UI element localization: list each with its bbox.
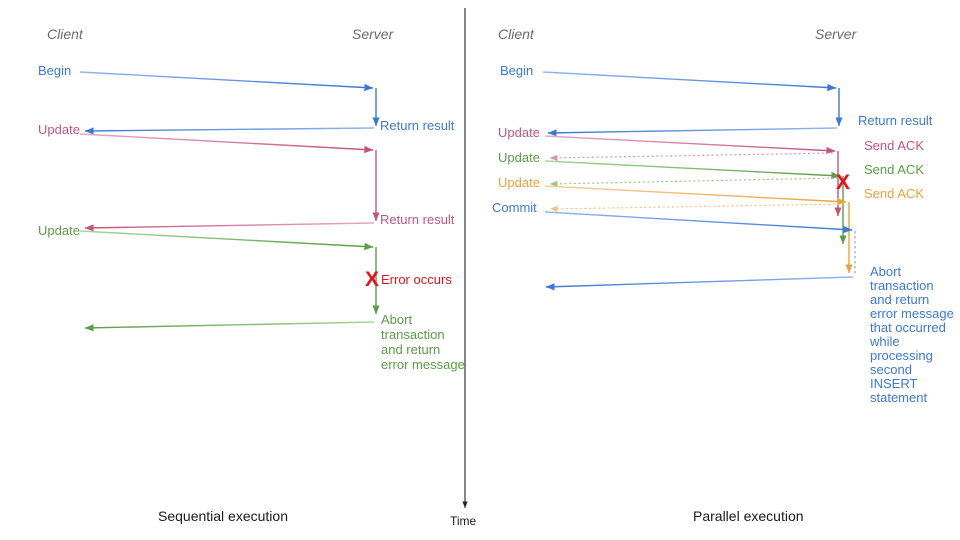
arrow-update-2 [79,230,374,251]
left-panel-title: Sequential execution [158,508,288,524]
arrow-update-3-p [544,185,847,206]
right-label-return-result: Return result [858,113,933,128]
right-label-begin: Begin [500,63,534,78]
right-label-update-1: Update [498,125,540,140]
arrow-abort-return [84,321,375,332]
right-abort-line-5: that occurred [870,320,946,335]
arrow-commit [544,211,853,234]
right-label-ack-3: Send ACK [864,186,924,201]
sequential-panel-arrows [79,71,380,332]
right-label-commit: Commit [492,200,537,215]
arrow-return-result-p [547,127,838,137]
right-abort-line-8: second [870,362,912,377]
arrow-return-result-2 [84,222,375,232]
right-abort-line-10: statement [870,390,928,405]
left-label-begin: Begin [38,63,72,78]
left-header-server: Server [352,26,394,42]
right-abort-line-7: processing [870,348,933,363]
arrow-update-1 [79,133,374,154]
arrow-begin-p [542,71,837,92]
right-label-update-3: Update [498,175,540,190]
arrow-ack-3 [549,203,845,212]
right-abort-line-6: while [870,334,900,349]
right-abort-line-9: INSERT [870,376,918,391]
right-abort-line-1: Abort [870,264,902,279]
left-label-update-1: Update [38,122,80,137]
parallel-panel-arrows [542,71,856,291]
arrow-ack-1 [549,152,834,161]
arrow-return-result-1 [84,127,375,135]
left-label-update-2: Update [38,223,80,238]
right-abort-line-4: error message [870,306,954,321]
error-x-icon-left: X [365,268,380,291]
arrow-ack-2 [549,177,839,187]
right-label-update-2: Update [498,150,540,165]
left-label-return-result-2: Return result [380,212,455,227]
arrow-update-1-p [544,135,836,155]
right-label-ack-2: Send ACK [864,162,924,177]
time-axis-label: Time [450,514,477,528]
right-abort-line-3: and return [870,292,930,307]
error-x-icon-right: X [836,171,851,194]
right-panel-title: Parallel execution [693,508,804,524]
right-label-ack-1: Send ACK [864,138,924,153]
arrow-begin [79,71,374,92]
left-abort-line-2: transaction [381,327,445,342]
left-abort-line-1: Abort [381,312,413,327]
arrow-abort-return-p [545,276,854,291]
right-header-client: Client [498,26,534,42]
left-label-return-result-1: Return result [380,118,455,133]
left-header-client: Client [47,26,83,42]
left-abort-line-4: error message [381,357,465,372]
left-label-error-occurs: Error occurs [381,272,452,287]
arrow-update-2-p [544,160,841,180]
right-abort-line-2: transaction [870,278,934,293]
left-abort-line-3: and return [381,342,441,357]
right-header-server: Server [815,26,857,42]
